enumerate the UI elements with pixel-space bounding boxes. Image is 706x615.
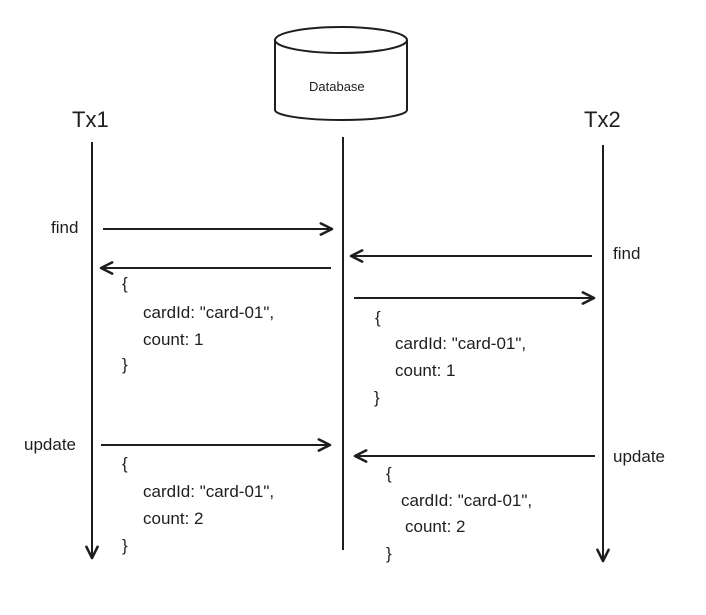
doc-close-brace: } <box>122 536 128 555</box>
doc-count: count: 2 <box>143 509 204 528</box>
doc-card-id: cardId: "card-01", <box>143 482 275 501</box>
doc-close-brace: } <box>122 355 128 374</box>
doc-open-brace: { <box>122 274 128 293</box>
tx2-find-label: find <box>613 244 641 263</box>
tx2-label: Tx2 <box>584 107 621 132</box>
doc-open-brace: { <box>386 464 392 483</box>
tx2-update-label: update <box>613 447 665 466</box>
doc-count: count: 2 <box>405 517 466 536</box>
tx1-label: Tx1 <box>72 107 109 132</box>
doc-open-brace: { <box>375 308 381 327</box>
tx1-find-label: find <box>51 218 79 237</box>
doc-count: count: 1 <box>395 361 456 380</box>
tx1-update-label: update <box>24 435 76 454</box>
doc-close-brace: } <box>386 544 392 563</box>
doc-card-id: cardId: "card-01", <box>395 334 527 353</box>
database-cylinder <box>274 26 408 121</box>
doc-close-brace: } <box>374 388 380 407</box>
doc-card-id: cardId: "card-01", <box>401 491 533 510</box>
doc-open-brace: { <box>122 454 128 473</box>
doc-card-id: cardId: "card-01", <box>143 303 275 322</box>
doc-count: count: 1 <box>143 330 204 349</box>
database-label: Database <box>309 79 365 94</box>
